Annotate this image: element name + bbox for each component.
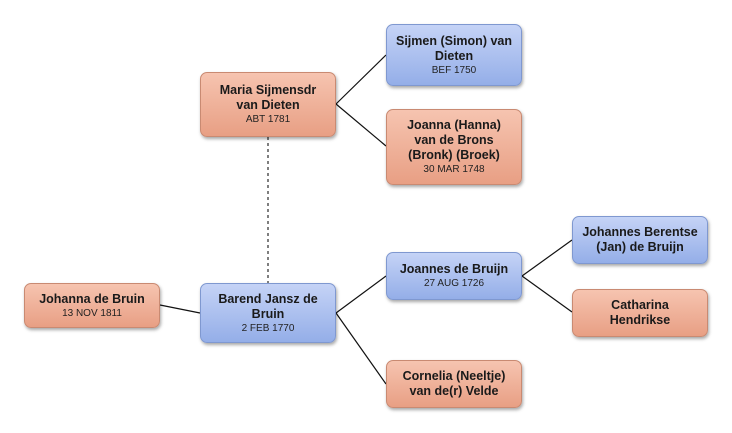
person-date: 30 MAR 1748	[423, 164, 485, 175]
person-name: Maria Sijmensdr van Dieten	[219, 83, 317, 112]
person-barend-jansz-de-bruin[interactable]: Barend Jansz de Bruin 2 FEB 1770	[200, 283, 336, 343]
person-name: Joanna (Hanna) van de Brons (Bronk) (Bro…	[407, 118, 501, 162]
person-name: Cornelia (Neeltje) van de(r) Velde	[402, 369, 506, 398]
connector-spouse-father	[335, 54, 387, 105]
person-catharina-hendrikse[interactable]: Catharina Hendrikse	[572, 289, 708, 337]
person-johannes-berentse-de-bruijn[interactable]: Johannes Berentse (Jan) de Bruijn	[572, 216, 708, 264]
connector-child-subject	[159, 304, 201, 314]
person-maria-sijmensdr-van-dieten[interactable]: Maria Sijmensdr van Dieten ABT 1781	[200, 72, 336, 137]
person-name: Johanna de Bruin	[39, 291, 145, 306]
person-name: Sijmen (Simon) van Dieten	[396, 33, 512, 63]
connector-spouse-mother	[335, 103, 387, 147]
person-date: 13 NOV 1811	[62, 307, 122, 319]
person-sijmen-van-dieten[interactable]: Sijmen (Simon) van Dieten BEF 1750	[386, 24, 522, 86]
person-name: Joannes de Bruijn	[399, 262, 509, 276]
connector-subject-father	[335, 275, 387, 314]
connector-father-gf	[521, 239, 573, 277]
person-name: Johannes Berentse (Jan) de Bruijn	[582, 225, 698, 254]
person-johanna-de-bruin[interactable]: Johanna de Bruin 13 NOV 1811	[24, 283, 160, 328]
person-joannes-de-bruijn[interactable]: Joannes de Bruijn 27 AUG 1726	[386, 252, 522, 300]
person-joanna-van-de-brons[interactable]: Joanna (Hanna) van de Brons (Bronk) (Bro…	[386, 109, 522, 185]
connector-father-gm	[521, 275, 573, 313]
person-date: BEF 1750	[431, 64, 477, 76]
connector-subject-mother	[335, 312, 387, 385]
person-cornelia-van-de-velde[interactable]: Cornelia (Neeltje) van de(r) Velde	[386, 360, 522, 408]
person-date: ABT 1781	[245, 114, 291, 125]
person-date: 2 FEB 1770	[241, 322, 295, 334]
person-date: 27 AUG 1726	[423, 278, 485, 289]
person-name: Barend Jansz de Bruin	[218, 291, 318, 321]
person-name: Catharina Hendrikse	[609, 298, 671, 327]
